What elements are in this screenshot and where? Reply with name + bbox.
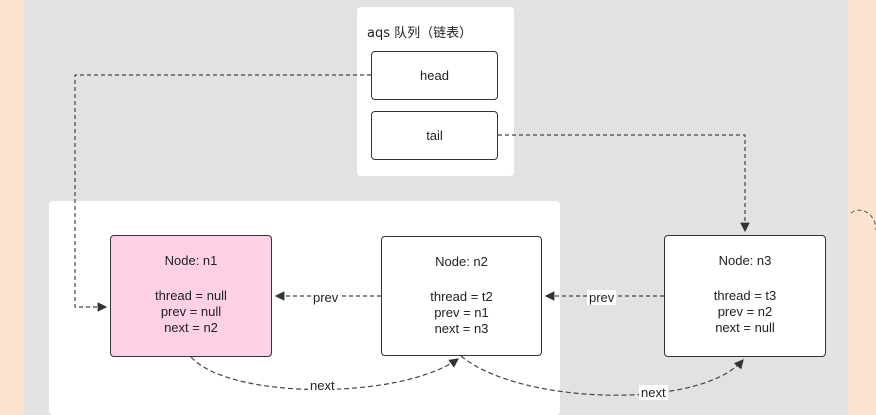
node-thread: thread = t2 <box>430 289 493 304</box>
node-prev: prev = n1 <box>434 305 489 320</box>
prev-edge-label: prev <box>587 290 617 305</box>
node-n3: Node: n3 thread = t3 prev = n2 next = nu… <box>664 235 826 357</box>
tail-field: tail <box>371 111 498 160</box>
offscreen-connector <box>850 209 876 231</box>
node-n1: Node: n1 thread = null prev = null next … <box>110 235 272 357</box>
next-arrow-n2-n3 <box>460 355 744 396</box>
next-edge-label: next <box>308 378 337 393</box>
node-next: next = n3 <box>434 321 489 336</box>
next-arrow-n1-n2 <box>190 356 459 391</box>
node-name: Node: n3 <box>718 253 772 268</box>
node-name: Node: n2 <box>435 254 488 269</box>
node-thread: thread = t3 <box>713 288 777 303</box>
node-next: next = n2 <box>164 320 218 335</box>
tail-pointer-arrow <box>498 134 750 233</box>
head-pointer-arrow <box>74 74 371 312</box>
head-field: head <box>371 51 498 100</box>
node-name: Node: n1 <box>164 253 218 268</box>
next-edge-label: next <box>639 385 668 400</box>
node-prev: prev = null <box>160 304 222 319</box>
prev-edge-label: prev <box>311 290 341 305</box>
node-n2: Node: n2 thread = t2 prev = n1 next = n3 <box>381 236 542 356</box>
node-prev: prev = n2 <box>717 304 773 319</box>
queue-title: aqs 队列（链表） <box>367 26 473 41</box>
node-next: next = null <box>715 320 775 335</box>
node-thread: thread = null <box>155 288 227 303</box>
